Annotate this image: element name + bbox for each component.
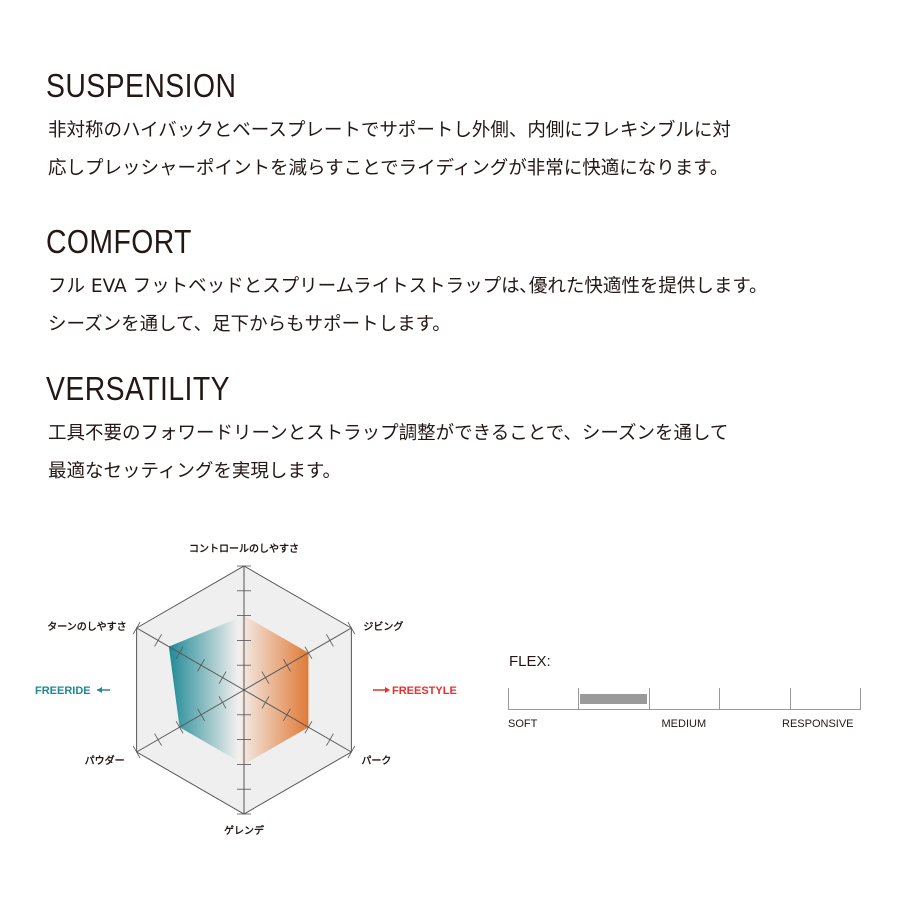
- versatility-text: 工具不要のフォワードリーンとストラップ調整ができることで、シーズンを通して 最適…: [48, 415, 876, 491]
- radar-tick: [261, 671, 270, 684]
- radar-axis-label: ゲレンデ: [224, 824, 265, 837]
- radar-tick: [304, 720, 313, 734]
- flex-title: FLEX:: [509, 653, 551, 670]
- flex-label: RESPONSIVE: [782, 718, 854, 730]
- flex-track: [508, 688, 861, 710]
- radar-tick: [326, 634, 334, 647]
- freestyle-arrowhead-icon: [385, 687, 390, 693]
- versatility-section: VERSATILITY 工具不要のフォワードリーンとストラップ調整ができることで…: [46, 371, 876, 491]
- radar-tick: [326, 733, 334, 746]
- radar-tick: [197, 658, 205, 672]
- flex-tick: [578, 688, 580, 710]
- radar-tick: [347, 745, 356, 759]
- versatility-line-1: 工具不要のフォワードリーンとストラップ調整ができることで、シーズンを通して: [48, 423, 729, 444]
- comfort-text: フル EVA フットベッドとスプリームライトストラップは､優れた快適性を提供しま…: [48, 268, 876, 344]
- radar-tick: [175, 646, 184, 660]
- suspension-line-2: 応しプレッシャーポイントを減らすことでライディングが非常に快適になります。: [48, 158, 729, 179]
- radar-tick: [283, 708, 291, 722]
- comfort-line-1: フル EVA フットベッドとスプリームライトストラップは､優れた快適性を提供しま…: [48, 276, 768, 297]
- versatility-heading: VERSATILITY: [46, 370, 230, 407]
- flex-tick: [508, 688, 509, 710]
- radar-tick: [197, 708, 205, 722]
- suspension-heading: SUSPENSION: [46, 67, 237, 104]
- flex-tick: [789, 688, 791, 710]
- flex-baseline: [508, 709, 860, 710]
- radar-axis-line: [243, 689, 352, 753]
- freeride-label: FREERIDE: [35, 685, 91, 697]
- radar-tick: [218, 671, 227, 684]
- comfort-line-2: シーズンを通して、足下からもサポートします。: [48, 314, 451, 335]
- comfort-heading: COMFORT: [46, 223, 192, 260]
- comfort-section: COMFORT フル EVA フットベッドとスプリームライトストラップは､優れた…: [46, 224, 876, 344]
- suspension-text: 非対称のハイバックとベースプレートでサポートし外側、内側にフレキシブルに対 応し…: [48, 112, 876, 188]
- radar-axis-label: パウダー: [85, 754, 125, 767]
- versatility-line-2: 最適なセッティングを実現します。: [48, 461, 342, 482]
- radar-axis-line: [136, 689, 245, 753]
- radar-tick: [283, 658, 291, 672]
- radar-data-area: [168, 615, 309, 765]
- flex-tick: [860, 688, 861, 710]
- flex-label: MEDIUM: [661, 718, 707, 730]
- flex-label: SOFT: [508, 718, 538, 730]
- radar-axis-label: コントロールのしやすさ: [189, 543, 299, 555]
- radar-axis-line: [243, 627, 352, 691]
- radar-axis-label: パーク: [361, 755, 391, 767]
- flex-tick: [648, 688, 650, 710]
- radar-tick: [132, 745, 141, 759]
- radar-tick: [304, 646, 313, 660]
- radar-tick: [218, 696, 227, 709]
- suspension-line-1: 非対称のハイバックとベースプレートでサポートし外側、内側にフレキシブルに対: [48, 120, 731, 141]
- flex-scale: FLEX: SOFT MEDIUM RESPONSIVE: [508, 653, 864, 743]
- freestyle-label: FREESTYLE: [392, 685, 457, 697]
- radar-tick: [154, 733, 162, 746]
- flex-tick: [719, 688, 721, 710]
- suspension-section: SUSPENSION 非対称のハイバックとベースプレートでサポートし外側、内側に…: [46, 68, 876, 188]
- radar-tick: [154, 634, 162, 647]
- freeride-arrowhead-icon: [97, 687, 102, 693]
- radar-axis-line: [136, 627, 245, 691]
- radar-axis-label: ターンのしやすさ: [47, 621, 126, 633]
- radar-tick: [132, 621, 141, 635]
- radar-tick: [175, 720, 184, 734]
- flex-level-bar: [580, 694, 647, 704]
- radar-tick: [261, 696, 270, 709]
- radar-axis-label: ジビング: [363, 620, 403, 633]
- radar-tick: [347, 621, 356, 635]
